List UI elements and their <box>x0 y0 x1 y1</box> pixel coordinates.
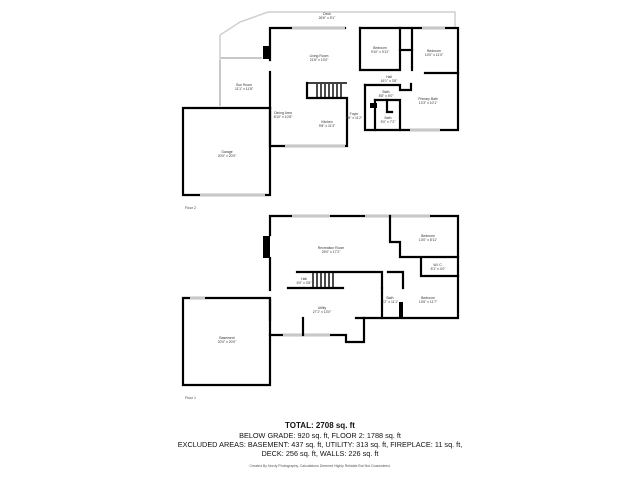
excluded-areas: EXCLUDED AREAS: BASEMENT: 437 sq. ft, UT… <box>177 440 463 449</box>
deck-outline <box>219 11 456 100</box>
credit-line: Created By Nordy Photography. Calculatio… <box>249 464 391 468</box>
area-breakdown: BELOW GRADE: 920 sq. ft, FLOOR 2: 1788 s… <box>239 431 401 440</box>
floor-1-walls <box>181 214 460 387</box>
floor-1-label: Floor 1 <box>185 396 196 400</box>
excluded-areas-continued: DECK: 256 sq. ft, WALLS: 226 sq. ft <box>261 449 379 458</box>
floor-2-walls <box>181 11 460 197</box>
total-area: TOTAL: 2708 sq. ft <box>285 421 355 430</box>
fireplace-icon <box>263 236 270 258</box>
fireplace-icon <box>263 46 269 59</box>
floor-2-label: Floor 2 <box>185 206 196 210</box>
room-label-wic: W.I.C.8'1" x 4'0" <box>430 263 446 271</box>
